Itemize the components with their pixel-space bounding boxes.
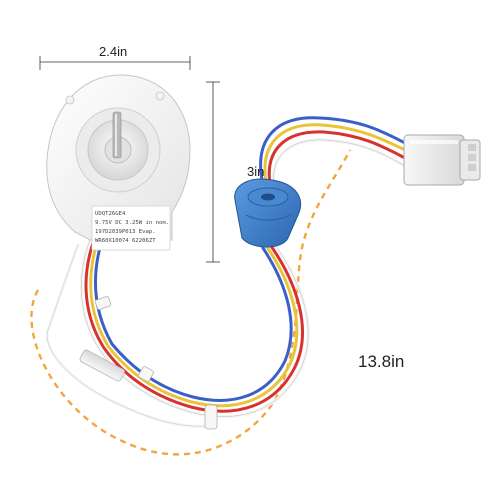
product-sticker: [91, 205, 171, 251]
sensor-lead: [45, 243, 217, 428]
height-dimension-line: [206, 81, 220, 263]
fan-motor: UDQT26GE4 9.75V DC 3.25W in nom. 197D203…: [46, 74, 191, 251]
sticker-part: 197D2039P013 Evap.: [95, 229, 156, 235]
sticker-rating: 9.75V DC 3.25W in nom.: [95, 220, 169, 226]
width-dimension-line: [39, 56, 191, 70]
thermistor-probe: [79, 349, 125, 382]
upper-wire-bundle: [259, 116, 407, 188]
cable-length-guide: [30, 149, 352, 456]
wire-connector: [403, 134, 481, 186]
wire-clips: [94, 296, 218, 430]
blue-grommet: [234, 178, 302, 248]
lower-wire-bundle: [79, 238, 310, 419]
cable-length-label: 13.8in: [358, 352, 405, 371]
sticker-codes: WR60X10074 62206ZT: [95, 238, 156, 244]
width-label: 2.4in: [99, 44, 128, 59]
sticker-model: UDQT26GE4: [95, 211, 126, 217]
height-label: 3in: [247, 164, 265, 179]
